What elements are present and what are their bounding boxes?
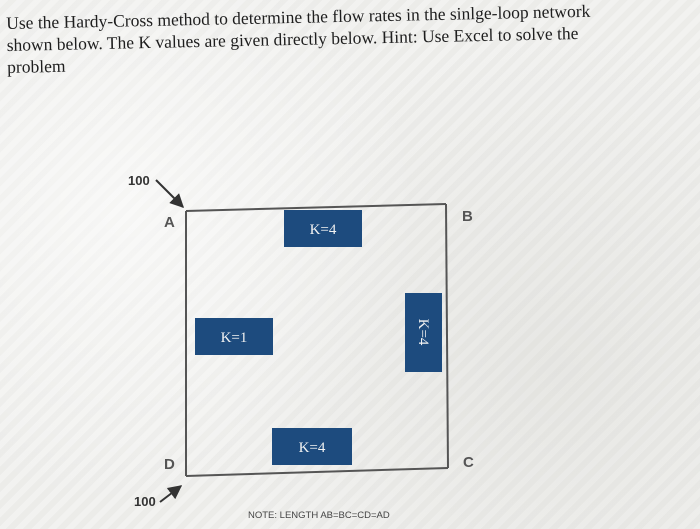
- node-b-label: B: [462, 208, 473, 225]
- pipe-ab: [185, 203, 447, 212]
- node-a-label: A: [164, 214, 175, 231]
- pipe-bc-k-label: K=4: [405, 293, 442, 372]
- pipe-dc: [185, 467, 449, 477]
- node-d-label: D: [164, 456, 175, 473]
- inflow-label: 100: [128, 173, 150, 188]
- pipe-bc-k-text: K=4: [415, 319, 431, 346]
- pipe-dc-k-text: K=4: [299, 440, 326, 456]
- pipe-ad-k-label: K=1: [195, 318, 273, 355]
- pipe-bc: [445, 203, 449, 469]
- node-c-label: C: [463, 454, 474, 471]
- pipe-ab-k-label: K=4: [284, 210, 362, 247]
- outflow-arrow: [159, 485, 183, 503]
- inflow-arrow: [155, 179, 184, 208]
- outflow-label: 100: [134, 494, 156, 509]
- pipe-ab-k-text: K=4: [310, 222, 337, 238]
- length-note: NOTE: LENGTH AB=BC=CD=AD: [248, 510, 390, 521]
- pipe-ad-k-text: K=1: [221, 330, 248, 346]
- pipe-dc-k-label: K=4: [272, 428, 352, 465]
